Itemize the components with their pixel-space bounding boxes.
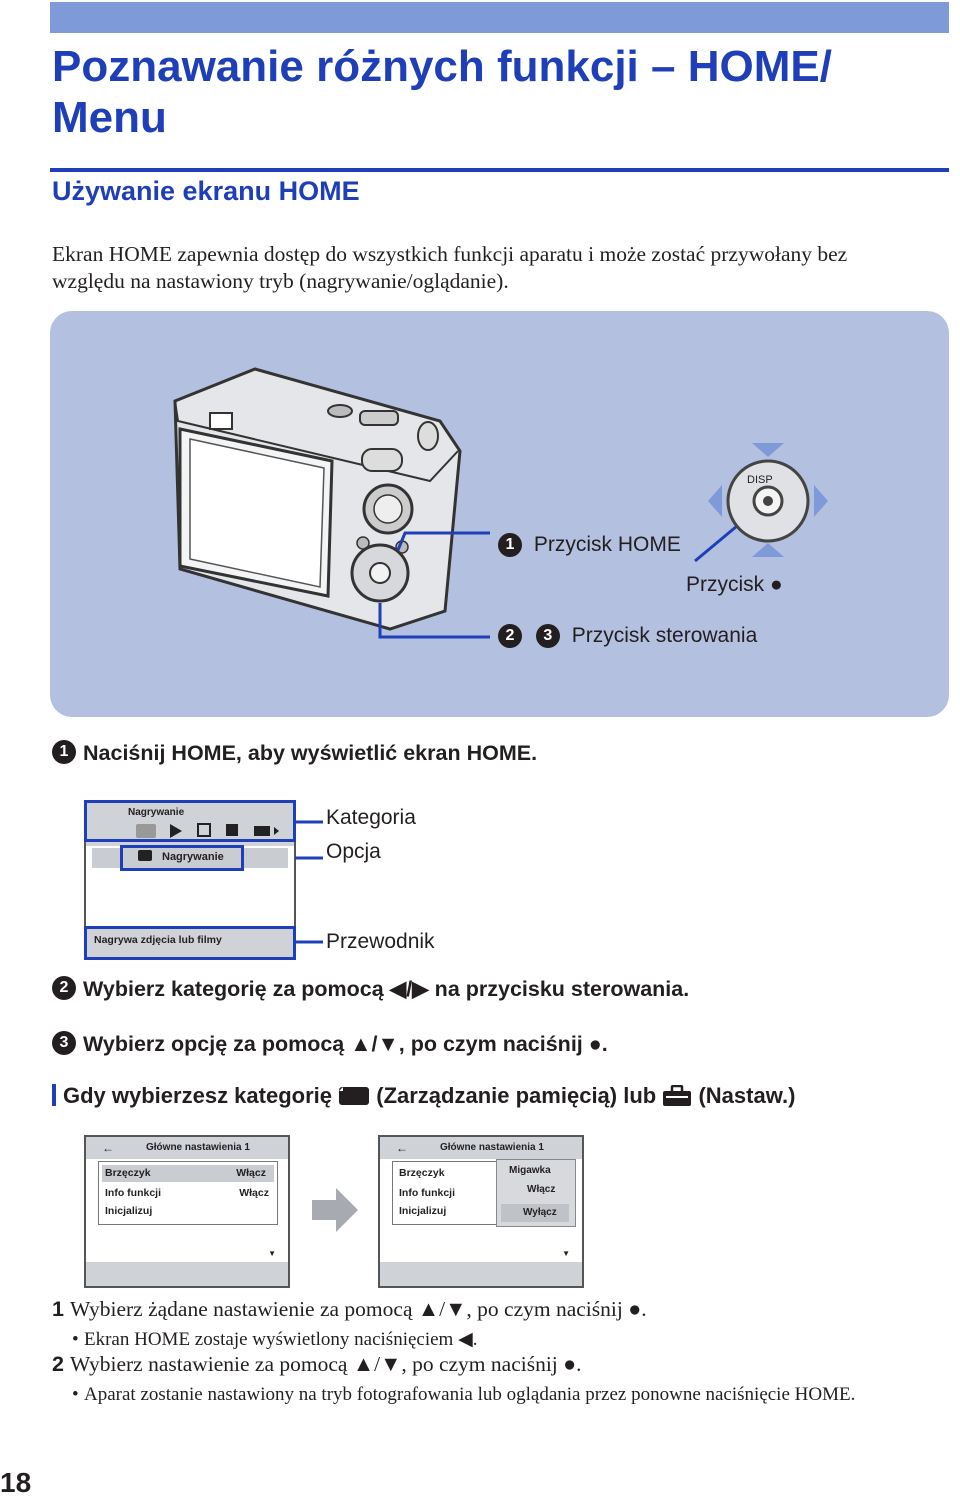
- settings-row-buzzer: Brzęczyk: [399, 1167, 445, 1179]
- row-label: Info funkcji: [399, 1187, 455, 1199]
- note-marker: [52, 1084, 56, 1106]
- row-label: Inicjalizuj: [105, 1205, 153, 1217]
- settings-row-info: Info funkcji: [105, 1187, 161, 1199]
- guide-text: Nagrywa zdjęcia lub filmy: [94, 934, 222, 946]
- step-2-number: 2: [52, 976, 76, 1001]
- scroll-down-icon: ▼: [562, 1249, 570, 1258]
- step-3-number: 3: [52, 1031, 76, 1056]
- camera-diagram: DISP 1 Przycisk HOME Przycisk ● 2 3 Przy…: [50, 311, 949, 717]
- title-rule: [50, 168, 949, 172]
- settings-footer: [380, 1262, 582, 1286]
- instruction-2-bullet: •Aparat zostanie nastawiony na tryb foto…: [72, 1382, 932, 1407]
- intro-paragraph: Ekran HOME zapewnia dostęp do wszystkich…: [52, 242, 848, 293]
- row-label: Info funkcji: [105, 1187, 161, 1199]
- instruction-1-number: 1: [52, 1297, 64, 1321]
- instruction-1-text: Wybierz żądane nastawienie za pomocą ▲/▼…: [69, 1297, 647, 1321]
- control-button-callout: 2 3 Przycisk sterowania: [498, 624, 758, 649]
- back-arrow-icon: ←: [396, 1141, 408, 1155]
- row-value: Włącz: [236, 1167, 266, 1179]
- popup-option-shutter: Migawka: [509, 1165, 551, 1176]
- note-middle: (Zarządzanie pamięcią) lub: [376, 1083, 657, 1108]
- instruction-2-bullet-text: Aparat zostanie nastawiony na tryb fotog…: [84, 1384, 856, 1405]
- step-2: 2 Wybierz kategorię za pomocą ◀/▶ na przy…: [52, 976, 690, 1002]
- next-arrow-icon: [312, 1188, 358, 1232]
- settings-title: Główne nastawienia 1: [146, 1142, 250, 1153]
- settings-list: Brzęczyk Włącz Info funkcji Włącz Inicja…: [98, 1161, 278, 1225]
- popup-option-on: Włącz: [527, 1184, 556, 1195]
- camera-illustration: DISP: [173, 367, 828, 639]
- settings-row-init: Inicjalizuj: [105, 1205, 152, 1217]
- step-3: 3 Wybierz opcję za pomocą ▲/▼, po czym na…: [52, 1031, 608, 1057]
- instruction-2-text: Wybierz nastawienie za pomocą ▲/▼, po cz…: [69, 1352, 582, 1376]
- row-value: Włącz: [239, 1187, 269, 1199]
- back-arrow-icon: ←: [102, 1141, 114, 1155]
- step-3-text: Wybierz opcję za pomocą ▲/▼, po czym nac…: [83, 1032, 608, 1056]
- header-band: [50, 2, 949, 33]
- note-prefix: Gdy wybierzesz kategorię: [63, 1083, 332, 1108]
- toolbox-icon: [662, 1084, 692, 1113]
- category-icons: [136, 823, 279, 838]
- option-label: Nagrywanie: [162, 851, 224, 863]
- settings-header: ← Główne nastawienia 1: [380, 1137, 582, 1159]
- settings-screen-before: ← Główne nastawienia 1 Brzęczyk Włącz In…: [84, 1135, 290, 1288]
- step-1-number: 1: [52, 740, 76, 765]
- memory-card-icon: [338, 1085, 370, 1113]
- settings-title: Główne nastawienia 1: [440, 1142, 544, 1153]
- page-number: 18: [0, 1467, 32, 1498]
- category-title: Nagrywanie: [128, 807, 185, 818]
- control-button-label: Przycisk sterowania: [571, 624, 758, 647]
- step-1: 1 Naciśnij HOME, aby wyświetlić ekran HOM…: [52, 740, 538, 766]
- instruction-1-bullet-text: Ekran HOME zostaje wyświetlony naciśnięc…: [84, 1329, 478, 1350]
- note-suffix: (Nastaw.): [698, 1083, 796, 1108]
- popup-option-off: Wyłącz: [501, 1204, 569, 1222]
- settings-row-buzzer: Brzęczyk Włącz: [102, 1165, 274, 1182]
- callout-lines: [295, 820, 323, 944]
- step-1-text: Naciśnij HOME, aby wyświetlić ekran HOME…: [83, 741, 538, 765]
- center-button-label: Przycisk ●: [686, 573, 783, 596]
- callout-category: Kategoria: [326, 806, 416, 829]
- instruction-2-number: 2: [52, 1352, 64, 1376]
- settings-footer: [86, 1262, 288, 1286]
- step-2-text: Wybierz kategorię za pomocą ◀/▶ na przyc…: [83, 977, 690, 1001]
- scroll-down-icon: ▼: [268, 1249, 276, 1258]
- page-title: Poznawanie różnych funkcji – HOME/ Menu: [52, 42, 832, 142]
- home-button-callout: 1 Przycisk HOME: [498, 533, 681, 558]
- row-label: Brzęczyk: [399, 1167, 445, 1179]
- settings-row-init: Inicjalizuj: [399, 1205, 446, 1217]
- section-subtitle: Używanie ekranu HOME: [52, 176, 360, 206]
- home-screen-illustration: Nagrywanie Nagrywanie Nagrywa zdjęcia lu…: [84, 800, 296, 960]
- step-2-badge: 2: [498, 624, 522, 649]
- settings-screen-after: ← Główne nastawienia 1 Brzęczyk Info fun…: [378, 1135, 584, 1288]
- disp-label: DISP: [747, 474, 773, 486]
- category-note: Gdy wybierzesz kategorię (Zarządzanie pa…: [52, 1083, 795, 1113]
- settings-row-info: Info funkcji: [399, 1187, 455, 1199]
- row-label: Inicjalizuj: [399, 1205, 447, 1217]
- row-label: Brzęczyk: [105, 1167, 151, 1179]
- settings-header: ← Główne nastawienia 1: [86, 1137, 288, 1159]
- option-popup: Migawka Włącz Wyłącz: [496, 1159, 576, 1227]
- callout-option: Opcja: [326, 840, 381, 863]
- home-button-label: Przycisk HOME: [533, 533, 681, 556]
- step-3-badge: 3: [535, 624, 560, 649]
- callout-guide: Przewodnik: [326, 930, 435, 953]
- step-1-badge: 1: [498, 533, 522, 558]
